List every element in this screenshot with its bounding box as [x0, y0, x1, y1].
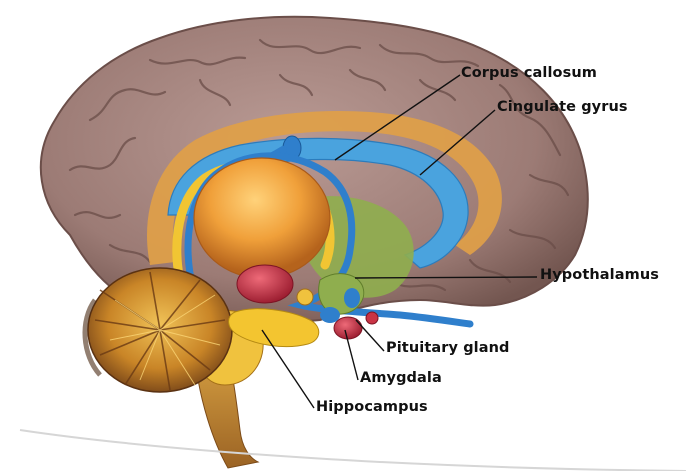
- label-hypothalamus: Hypothalamus: [540, 267, 659, 283]
- label-amygdala: Amygdala: [360, 370, 442, 386]
- amygdala: [237, 265, 293, 303]
- amygdala-lower: [334, 317, 362, 339]
- optic-blue-2: [344, 288, 360, 308]
- label-hippocampus: Hippocampus: [316, 399, 428, 415]
- label-pituitary-gland: Pituitary gland: [386, 340, 510, 356]
- page-edge: [20, 430, 686, 471]
- cerebellum: [85, 268, 232, 392]
- thalamus: [194, 158, 330, 278]
- label-corpus-callosum: Corpus callosum: [461, 65, 597, 81]
- leader-pituitary-gland: [356, 320, 384, 351]
- optic-blue-1: [320, 307, 340, 323]
- mammillary-body: [297, 289, 313, 305]
- label-cingulate-gyrus: Cingulate gyrus: [497, 99, 628, 115]
- pituitary-gland: [366, 312, 378, 324]
